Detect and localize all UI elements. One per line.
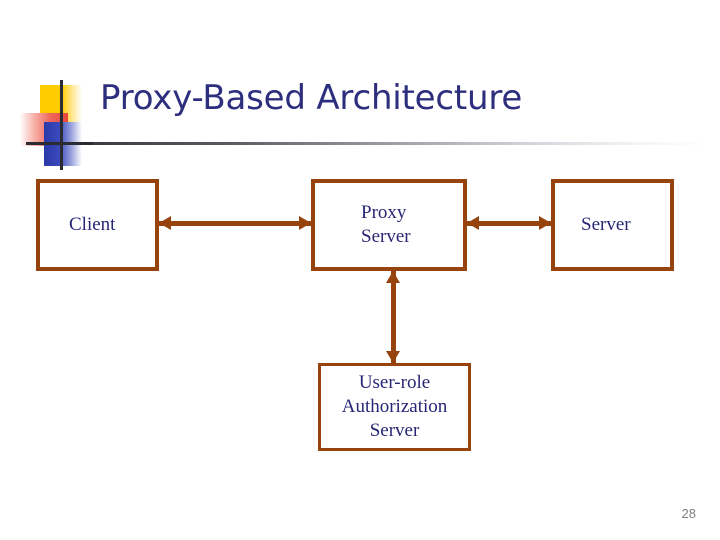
cross-vertical-line-icon: [60, 80, 63, 170]
diagram-node-proxy-server[interactable]: Proxy Server: [311, 179, 467, 271]
diagram-node-client-label: Client: [69, 214, 116, 235]
arrowhead-right-proxy-server: [539, 216, 551, 230]
title-divider: [93, 142, 711, 145]
slide-title: Proxy-Based Architecture: [100, 78, 523, 118]
diagram-node-server[interactable]: Server: [551, 179, 674, 271]
arrowhead-right-client-proxy: [299, 216, 311, 230]
arrowhead-up-proxy-auth: [386, 271, 400, 283]
diagram-node-authorization-server-label: User-role Authorization Server: [341, 372, 448, 441]
connector-proxy-server: [467, 221, 551, 226]
diagram-node-client[interactable]: Client: [36, 179, 159, 271]
slide-logo-decoration: [18, 80, 108, 170]
cross-horizontal-line-icon: [26, 142, 108, 145]
diagram-node-proxy-server-label: Proxy Server: [361, 202, 411, 247]
arrowhead-left-proxy-server: [467, 216, 479, 230]
page-number: 28: [681, 506, 696, 521]
connector-client-proxy: [159, 221, 311, 226]
arrowhead-down-proxy-auth: [386, 351, 400, 363]
diagram-node-server-label: Server: [581, 214, 631, 235]
connector-proxy-auth: [391, 271, 396, 363]
arrowhead-left-client-proxy: [159, 216, 171, 230]
diagram-node-authorization-server[interactable]: User-role Authorization Server: [318, 363, 471, 451]
